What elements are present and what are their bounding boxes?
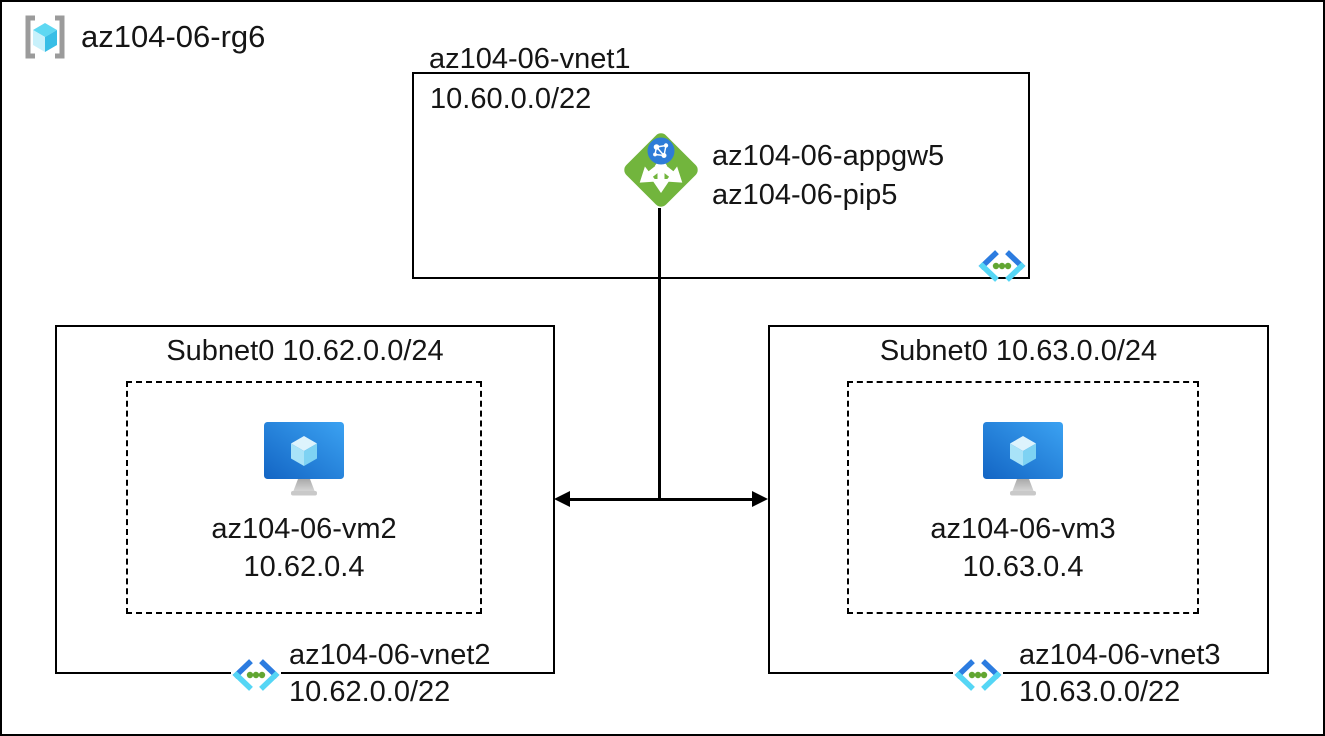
virtual-machine-icon xyxy=(977,421,1069,497)
vnet2-subnet-label: Subnet0 10.62.0.0/24 xyxy=(166,335,444,367)
vnet2-name: az104-06-vnet2 xyxy=(289,639,491,671)
vnet-peering-icon xyxy=(953,659,1003,691)
vnet1-name: az104-06-vnet1 xyxy=(429,43,631,75)
peering-connector-line xyxy=(568,498,761,501)
vnet1-box: 10.60.0.0/22 az104-06-appgw5 az104-06-pi… xyxy=(412,72,1030,279)
vnet2-label-group: az104-06-vnet2 10.62.0.0/22 xyxy=(289,637,491,711)
resource-group-label: az104-06-rg6 xyxy=(81,19,266,54)
gateway-connector-line xyxy=(658,208,661,499)
vnet3-subnet-dashed-box: az104-06-vm3 10.63.0.4 xyxy=(847,381,1199,614)
vnet2-address: 10.62.0.0/22 xyxy=(289,676,451,708)
vnet3-box: Subnet0 10.63.0.0/24 az104-06-vm3 10.63.… xyxy=(768,325,1269,708)
vnet3-address: 10.63.0.0/22 xyxy=(1019,676,1181,708)
resource-group-icon xyxy=(22,15,68,59)
appgw-label-group: az104-06-appgw5 az104-06-pip5 xyxy=(712,137,944,215)
vnet2-subnet-dashed-box: az104-06-vm2 10.62.0.4 xyxy=(126,381,482,614)
vm2-name: az104-06-vm2 xyxy=(211,513,397,545)
vnet3-name: az104-06-vnet3 xyxy=(1019,639,1221,671)
appgw-name: az104-06-appgw5 xyxy=(712,140,945,172)
application-gateway-icon xyxy=(620,128,702,212)
arrow-right-icon xyxy=(752,491,768,507)
vnet1-address: 10.60.0.0/22 xyxy=(430,83,592,115)
vnet-peering-icon xyxy=(231,659,281,691)
vm2-ip: 10.62.0.4 xyxy=(243,551,365,583)
vnet2-box: Subnet0 10.62.0.0/24 az104-06-vm2 10.62.… xyxy=(55,325,555,708)
resource-group-header: az104-06-rg6 xyxy=(22,15,265,59)
appgw-pip-name: az104-06-pip5 xyxy=(712,179,898,211)
vnet3-label-group: az104-06-vnet3 10.63.0.0/22 xyxy=(1019,637,1221,711)
vm3-name: az104-06-vm3 xyxy=(930,513,1116,545)
vnet-peering-icon xyxy=(977,250,1027,282)
virtual-machine-icon xyxy=(258,421,350,497)
vnet3-subnet-label: Subnet0 10.63.0.0/24 xyxy=(879,335,1158,367)
arrow-left-icon xyxy=(554,491,570,507)
vm3-ip: 10.63.0.4 xyxy=(962,551,1084,583)
